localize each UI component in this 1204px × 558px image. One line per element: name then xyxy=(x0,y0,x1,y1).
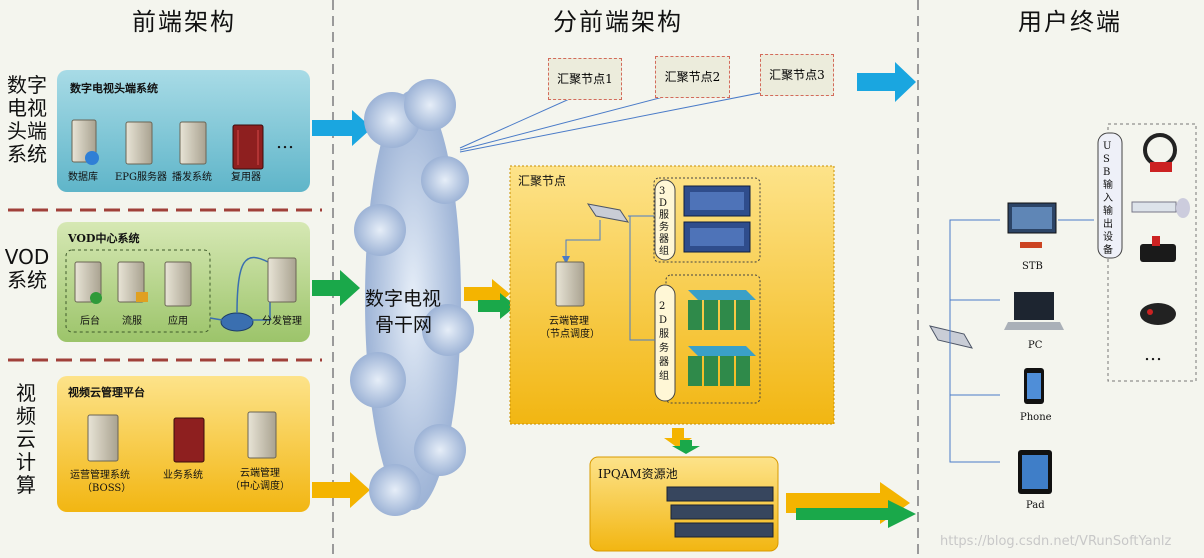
dtv-item-broadcast: 播发系统 xyxy=(172,172,212,183)
vod-item-app: 应用 xyxy=(168,316,188,327)
switch-icon-agg xyxy=(586,203,630,223)
ipqam-device-icon xyxy=(666,486,774,538)
dtv-item-epg: EPG服务器 xyxy=(115,172,168,183)
vod-box-title: VOD中心系统 xyxy=(68,232,140,245)
cloud-box-title: 视频云管理平台 xyxy=(68,386,145,399)
multiplexer-icon xyxy=(232,124,264,170)
server-icon-business xyxy=(173,417,205,463)
server-3d-rack-1 xyxy=(683,185,751,217)
vod-item-dispatch: 分发管理 xyxy=(262,316,302,327)
watermark: https://blog.csdn.net/VRunSoftYanlz xyxy=(940,534,1172,549)
server-3d-rack-2 xyxy=(683,221,751,253)
cloud-mgmt-sub: （中心调度） xyxy=(230,481,290,492)
cloud-business-label: 业务系统 xyxy=(163,470,203,481)
vod-item-backend: 后台 xyxy=(80,316,100,327)
arrow-vod-to-backbone xyxy=(312,270,360,306)
server-icon-backend xyxy=(74,261,102,304)
usb-devices-frame xyxy=(1107,123,1197,382)
usb-label: USB输入输出设备 xyxy=(1103,141,1113,256)
arrow-cloud-to-backbone xyxy=(312,472,370,508)
arrow-ipqam-to-terminal xyxy=(786,482,910,524)
steering-wheel-icon xyxy=(1143,133,1177,172)
agg-cloud-mgmt-sub: （节点调度） xyxy=(540,329,600,340)
laptop-icon-pc xyxy=(1004,292,1064,330)
group-2d-label: 2D服务器组 xyxy=(659,301,669,382)
server-icon-cloud-mgmt xyxy=(247,411,277,459)
phone-icon xyxy=(1024,368,1044,404)
section-title-user-terminal: 用户终端 xyxy=(1018,8,1122,36)
arrow-agg-to-terminal xyxy=(857,62,916,102)
cloud-ops-label: 运营管理系统 xyxy=(70,470,130,481)
group-2d-tag xyxy=(654,284,676,402)
usb-more: … xyxy=(1144,344,1162,365)
terminal-label-pc: PC xyxy=(1028,340,1043,351)
dtv-item-database: 数据库 xyxy=(68,172,98,183)
agg-node-1: 汇聚节点1 xyxy=(548,58,622,100)
arrow-dtv-to-backbone xyxy=(312,110,372,146)
dtv-item-multiplexer: 复用器 xyxy=(231,172,261,183)
terminal-label-stb: STB xyxy=(1022,261,1043,272)
agg-node-3: 汇聚节点3 xyxy=(760,54,834,96)
section-title-frontend: 前端架构 xyxy=(132,8,236,36)
group-3d-label: 3D服务器组 xyxy=(659,186,669,257)
server-icon-epg xyxy=(125,121,153,165)
tv-icon-stb xyxy=(1007,202,1057,248)
left-label-digital-tv: 数字电视头端系统 xyxy=(7,73,47,166)
keyboard-mouse-icon xyxy=(1131,198,1190,218)
server-icon-database xyxy=(71,119,99,165)
agg-cloud-mgmt: 云端管理 xyxy=(549,316,589,327)
server-2d-group-2 xyxy=(688,346,756,386)
terminal-label-pad: Pad xyxy=(1026,500,1045,511)
section-title-split-frontend: 分前端架构 xyxy=(553,8,683,36)
dtv-box-title: 数字电视头端系统 xyxy=(70,82,158,95)
backbone-label-line1: 数字电视 xyxy=(365,288,442,310)
cloud-ops-sub: （BOSS） xyxy=(82,483,132,494)
vod-item-stream: 流服 xyxy=(122,316,142,327)
vod-inner-frame xyxy=(65,249,211,333)
group-3d-frame xyxy=(653,177,761,263)
agg-box-title: 汇聚节点 xyxy=(518,174,567,188)
tablet-icon-pad xyxy=(1018,450,1052,494)
left-label-cloud: 视频云计算 xyxy=(16,381,36,497)
server-icon-ops xyxy=(87,414,119,462)
usb-tag xyxy=(1097,132,1123,259)
backbone-cloud-shape xyxy=(350,79,474,516)
group-2d-frame xyxy=(665,274,761,404)
backbone-label-line2: 骨干网 xyxy=(375,314,433,336)
terminal-label-phone: Phone xyxy=(1020,412,1052,423)
switch-icon-terminal xyxy=(928,325,974,349)
ipqam-title: IPQAM资源池 xyxy=(598,467,678,481)
joystick-icon xyxy=(1140,236,1176,262)
server-2d-group-1 xyxy=(688,290,756,330)
router-icon xyxy=(220,312,254,332)
left-label-vod: VOD系统 xyxy=(4,245,50,292)
server-icon-broadcast xyxy=(179,121,207,165)
server-icon-app xyxy=(164,261,192,307)
group-3d-tag xyxy=(654,179,676,261)
server-icon-stream xyxy=(117,261,148,303)
server-icon-dispatch xyxy=(267,257,297,303)
dtv-more: … xyxy=(276,132,294,153)
agg-node-2: 汇聚节点2 xyxy=(655,56,730,98)
gamepad-icon xyxy=(1140,303,1176,325)
server-icon-node-scheduler xyxy=(555,261,585,307)
cloud-mgmt-label: 云端管理 xyxy=(240,468,280,479)
